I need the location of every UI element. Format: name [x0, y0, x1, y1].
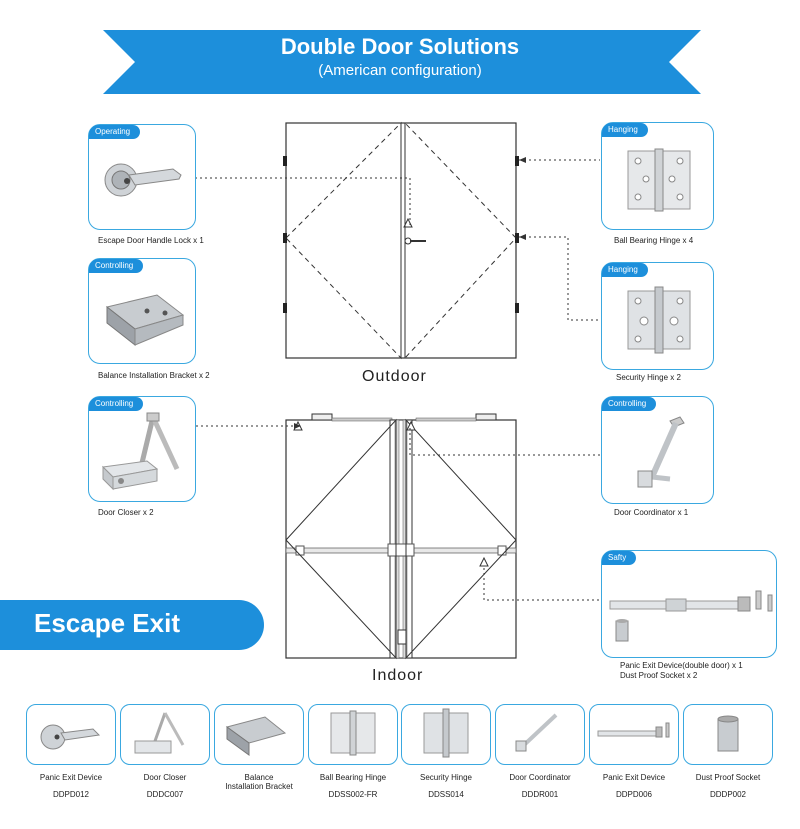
card-tag: Controlling	[89, 397, 144, 411]
product-code: DDSS002-FR	[328, 790, 378, 799]
card-tag: Controlling	[89, 259, 144, 273]
product-name: Panic Exit Device	[602, 773, 666, 782]
title-banner	[103, 30, 701, 94]
product-card	[495, 704, 585, 765]
card-tag: Hanging	[602, 263, 648, 277]
security-hinge-icon	[627, 286, 691, 354]
panic-bar-icon	[597, 722, 670, 738]
product-name: Security Hinge	[419, 773, 473, 782]
indoor-label: Indoor	[372, 667, 424, 684]
card-tag: Safty	[602, 551, 637, 565]
security-hinge-icon	[423, 708, 469, 758]
caption-ball-hinge: Ball Bearing Hinge x 4	[614, 236, 694, 245]
dust-socket-icon	[717, 715, 739, 752]
product-code: DDDC007	[146, 790, 184, 799]
product-card	[589, 704, 679, 765]
lever-handle-icon	[40, 724, 101, 750]
bracket-icon	[105, 294, 185, 347]
indoor-door-diagram	[285, 413, 517, 660]
product-code: DDSS014	[428, 790, 464, 799]
product-code: DDPD012	[52, 790, 89, 799]
caption-closer: Door Closer x 2	[98, 508, 154, 517]
product-code: DDDR001	[521, 790, 559, 799]
product-name: Dust Proof Socket	[695, 773, 761, 782]
product-card	[120, 704, 210, 765]
ball-hinge-icon	[627, 148, 691, 212]
card-tag: Operating	[89, 125, 141, 139]
card-closer: Controlling	[88, 396, 196, 502]
caption-coordinator: Door Coordinator x 1	[614, 508, 689, 517]
panic-bar-icon	[609, 590, 773, 642]
card-tag: Controlling	[602, 397, 657, 411]
ball-hinge-icon	[330, 710, 376, 756]
product-card	[683, 704, 773, 765]
card-bracket: Controlling	[88, 258, 196, 364]
product-card	[401, 704, 491, 765]
caption-dust-socket: Dust Proof Socket x 2	[620, 671, 698, 680]
caption-bracket: Balance Installation Bracket x 2	[98, 371, 210, 380]
card-tag: Hanging	[602, 123, 648, 137]
product-name: Door Coordinator	[509, 773, 571, 782]
page-title: Double Door Solutions	[280, 34, 520, 59]
bracket-icon	[225, 716, 287, 756]
escape-exit-banner: Escape Exit	[0, 600, 264, 650]
product-code: DDPD006	[615, 790, 652, 799]
escape-exit-label: Escape Exit	[34, 608, 180, 638]
outdoor-label: Outdoor	[362, 368, 427, 385]
coordinator-icon	[515, 713, 558, 752]
product-name: Panic Exit Device	[39, 773, 103, 782]
page-subtitle: (American configuration)	[318, 62, 482, 79]
product-name: Door Closer	[143, 773, 187, 782]
card-panic: Safty	[601, 550, 777, 658]
card-coordinator: Controlling	[601, 396, 714, 504]
caption-panic: Panic Exit Device(double door) x 1	[620, 661, 743, 670]
card-security-hinge: Hanging	[601, 262, 714, 370]
product-card	[214, 704, 304, 765]
lever-handle-icon	[104, 163, 182, 197]
product-card	[26, 704, 116, 765]
caption-handle-lock: Escape Door Handle Lock x 1	[98, 236, 204, 245]
coordinator-icon	[637, 416, 685, 488]
product-code: DDDP002	[709, 790, 746, 799]
caption-security-hinge: Security Hinge x 2	[616, 373, 681, 382]
outdoor-door-diagram	[283, 121, 519, 360]
product-name: Balance Installation Bracket	[225, 773, 293, 791]
card-handle-lock: Operating	[88, 124, 196, 230]
product-card	[308, 704, 398, 765]
door-closer-icon	[134, 712, 185, 754]
card-ball-hinge: Hanging	[601, 122, 714, 230]
product-name: Ball Bearing Hinge	[319, 773, 387, 782]
door-closer-icon	[101, 412, 180, 491]
